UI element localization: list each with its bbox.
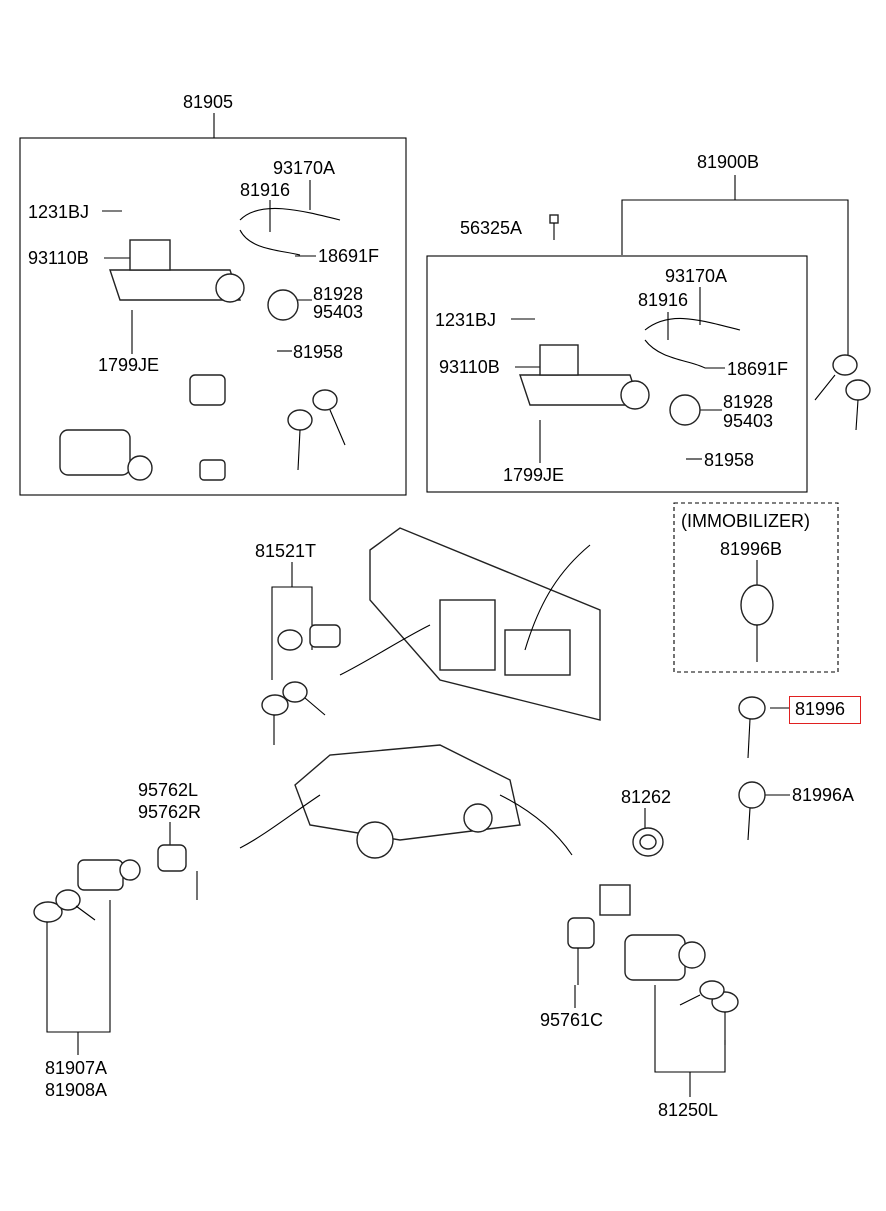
highlight-box <box>789 696 861 724</box>
label-immobilizer: (IMMOBILIZER) <box>681 511 810 531</box>
ignition-lock-housing-left <box>109 239 245 303</box>
label-81916: 81916 <box>240 180 291 200</box>
key-81996B <box>740 584 774 662</box>
glovebox-lock-set <box>261 624 341 745</box>
label-81958: 81958 <box>704 450 755 470</box>
label-93110B: 93110B <box>28 248 89 268</box>
key-81996 <box>738 696 766 759</box>
label-81905: 81905 <box>183 92 234 112</box>
key-cylinder-81928-left <box>267 289 299 321</box>
label-81907A: 81907A <box>45 1058 108 1078</box>
label-18691F: 18691F <box>727 359 789 379</box>
label-81900B: 81900B <box>697 152 760 172</box>
label-81908A: 81908A <box>45 1080 108 1100</box>
label-1231BJ: 1231BJ <box>435 310 497 330</box>
label-95761C: 95761C <box>540 1010 604 1030</box>
label-81996A: 81996A <box>792 785 855 805</box>
label-81996B: 81996B <box>720 539 783 559</box>
arrow-to-glovebox <box>339 624 431 676</box>
label-1799JE: 1799JE <box>98 355 160 375</box>
label-93110B: 93110B <box>439 357 500 377</box>
label-81521T: 81521T <box>255 541 317 561</box>
arrow-to-door-lock <box>239 794 321 849</box>
key-set-81900B <box>814 354 871 431</box>
label-93170A: 93170A <box>665 266 728 286</box>
label-81996[interactable]: 81996 <box>795 699 846 719</box>
label-18691F: 18691F <box>318 246 380 266</box>
label-81928: 81928 <box>313 284 364 304</box>
label-81250L: 81250L <box>658 1100 719 1120</box>
assembly-box-81900B <box>426 255 808 493</box>
arrow-to-trunk-lock <box>499 794 573 856</box>
key-cylinder-81928-right <box>669 394 701 426</box>
arrow-to-ignition <box>524 544 591 651</box>
label-95403: 95403 <box>313 302 364 322</box>
label-1231BJ: 1231BJ <box>28 202 90 222</box>
immobilizer-box <box>673 502 839 673</box>
label-81958: 81958 <box>293 342 344 362</box>
label-93170A: 93170A <box>273 158 336 178</box>
lock-set-left-box <box>59 374 346 481</box>
trunk-lock-set <box>599 884 739 1045</box>
label-81916: 81916 <box>638 290 689 310</box>
door-lock-set <box>33 859 141 950</box>
ignition-lock-housing-right <box>519 344 650 410</box>
trunk-actuator-95761C <box>567 917 595 985</box>
label-56325A: 56325A <box>460 218 523 238</box>
key-81996A <box>738 781 766 841</box>
label-95762L: 95762L <box>138 780 199 800</box>
label-1799JE: 1799JE <box>503 465 565 485</box>
car <box>294 744 521 859</box>
label-81262: 81262 <box>621 787 672 807</box>
wiring-harness-left <box>239 207 341 256</box>
label-95403: 95403 <box>723 411 774 431</box>
grommet-81262 <box>632 827 664 857</box>
label-95762R: 95762R <box>138 802 202 822</box>
label-81928: 81928 <box>723 392 774 412</box>
screw-56325A <box>549 214 559 240</box>
leader-81900B <box>621 199 849 360</box>
dashboard <box>369 527 601 721</box>
actuator-95762 <box>157 844 198 900</box>
assembly-box-81905 <box>19 137 407 496</box>
